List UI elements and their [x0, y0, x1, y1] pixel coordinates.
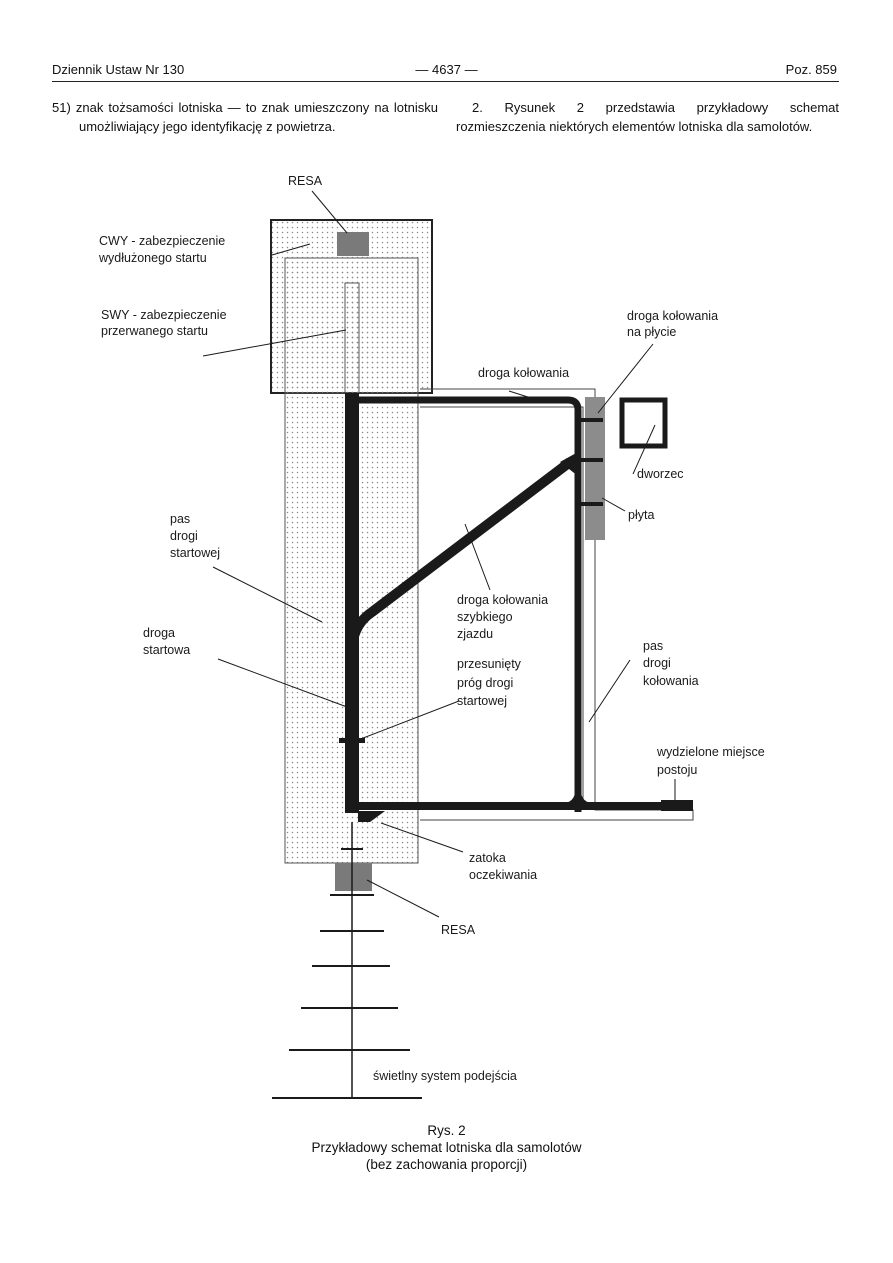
label-resa-bottom: RESA: [441, 923, 476, 937]
label-cwy-line1: CWY - zabezpieczenie: [99, 234, 225, 248]
label-terminal: dworzec: [637, 467, 684, 481]
approach-lighting-system: [272, 822, 422, 1099]
rapid-exit-taxiway: [348, 458, 574, 642]
resa-bottom-area: [335, 863, 372, 891]
label-apron-taxiway-line1: droga kołowania: [627, 309, 718, 323]
label-swy-line1: SWY - zabezpieczenie: [101, 308, 227, 322]
label-runway-line2: startowa: [143, 643, 190, 657]
runway: [345, 393, 359, 813]
page-number: — 4637 —: [415, 62, 478, 77]
header-rule: [52, 81, 839, 82]
label-cwy-line2: wydłużonego startu: [98, 251, 207, 265]
label-apron-taxiway-line2: na płycie: [627, 325, 676, 339]
position-number: Poz. 859: [785, 62, 837, 77]
label-runway-line1: droga: [143, 626, 175, 640]
definition-item-51: 51) znak tożsamości lotniska — to znak u…: [52, 100, 438, 134]
apron-taxilane-2: [578, 458, 603, 462]
holding-bay: [358, 811, 385, 822]
label-approach-lights: świetlny system podejścia: [373, 1069, 517, 1083]
label-rapid-exit-line2: szybkiego: [457, 610, 513, 624]
label-rapid-exit-line3: zjazdu: [457, 627, 493, 641]
label-taxi-strip-line3: kołowania: [643, 674, 699, 688]
left-column: 51) znak tożsamości lotniska — to znak u…: [52, 98, 438, 136]
figure-caption: Rys. 2 Przykładowy schemat lotniska dla …: [0, 1122, 893, 1173]
label-strip-line3: startowej: [170, 546, 220, 560]
label-rapid-exit-line1: droga kołowania: [457, 593, 548, 607]
label-swy-line2: przerwanego startu: [101, 324, 208, 338]
stopway-strip: [344, 282, 360, 394]
caption-figure-number: Rys. 2: [427, 1123, 466, 1138]
label-resa-top: RESA: [288, 174, 323, 188]
apron-taxilane-1: [578, 418, 603, 422]
label-threshold-line2: próg drogi: [457, 676, 513, 690]
label-strip-line2: drogi: [170, 529, 198, 543]
journal-title: Dziennik Ustaw Nr 130: [52, 62, 185, 77]
parallel-taxiway: [358, 396, 582, 812]
label-threshold-line3: startowej: [457, 694, 507, 708]
right-column: 2. Rysunek 2 przedstawia przykładowy sch…: [456, 98, 839, 136]
resa-top-area: [337, 232, 369, 256]
taxiway-strip-outline: [420, 388, 596, 810]
displaced-threshold: [339, 738, 365, 743]
label-apron: płyta: [628, 508, 654, 522]
leader-lines: [202, 190, 676, 918]
caption-note: (bez zachowania proporcji): [365, 1157, 528, 1172]
label-strip-line1: pas: [170, 512, 190, 526]
terminal-building: [619, 397, 668, 449]
label-stand-line2: postoju: [657, 763, 697, 777]
label-taxi-strip-line1: pas: [643, 639, 663, 653]
label-holding-bay-line1: zatoka: [469, 851, 506, 865]
aircraft-stand: [661, 800, 693, 811]
label-stand-line1: wydzielone miejsce: [656, 745, 765, 759]
label-threshold-line1: przesunięty: [457, 657, 522, 671]
caption-title: Przykładowy schemat lotniska dla samolot…: [311, 1140, 582, 1155]
label-taxiway: droga kołowania: [478, 366, 569, 380]
label-holding-bay-line2: oczekiwania: [469, 868, 537, 882]
label-taxi-strip-line2: drogi: [643, 656, 671, 670]
figure-intro-paragraph: 2. Rysunek 2 przedstawia przykładowy sch…: [456, 100, 839, 134]
apron-taxilane-3: [578, 502, 603, 506]
